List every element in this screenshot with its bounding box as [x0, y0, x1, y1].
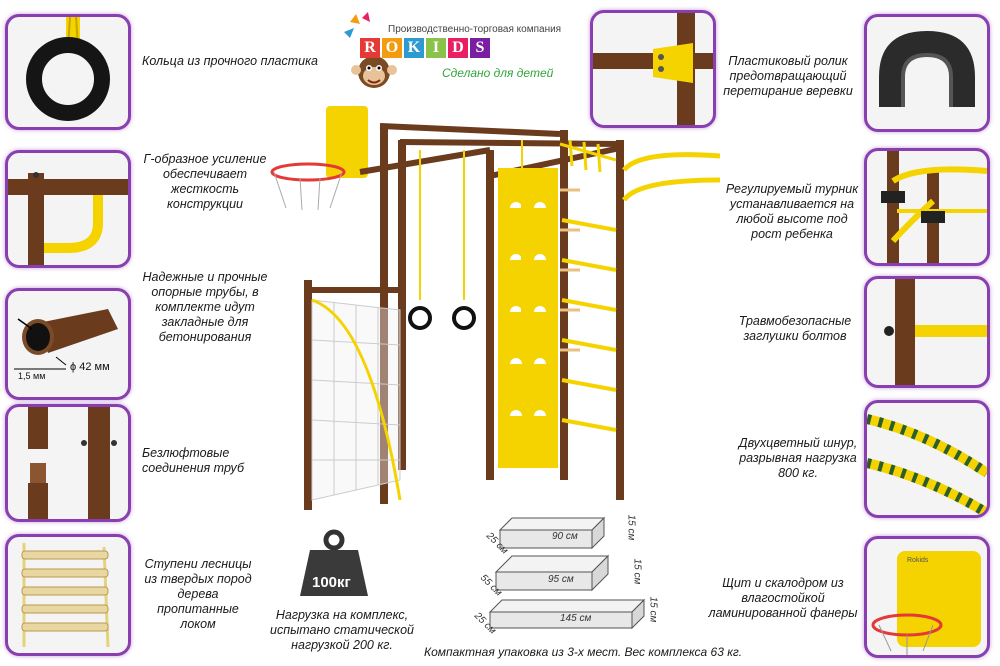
- pipe-diameter-label: ϕ 42 мм: [70, 361, 110, 373]
- caption-rings: Кольца из прочного пластика: [142, 54, 318, 68]
- playground-illustration: [270, 106, 720, 510]
- caption-packaging: Компактная упаковка из 3-х мест. Вес ком…: [424, 645, 743, 659]
- rope-ladder-icon: [21, 543, 110, 648]
- card-caps: [864, 276, 990, 388]
- card-pullup: [864, 148, 990, 266]
- caption-joints: Безлюфтовые соединения труб: [142, 446, 245, 475]
- card-board: Rokids: [864, 536, 990, 658]
- board-brand-text: Rokids: [907, 557, 929, 564]
- card-roller-part: [864, 14, 990, 132]
- logo-tagline: Производственно-торговая компания: [388, 24, 562, 35]
- hoop: [270, 162, 346, 182]
- card-joints: [5, 404, 131, 522]
- backboard: [326, 106, 368, 178]
- card-pipe: 1,5 мм ϕ 42 мм: [5, 288, 131, 400]
- logo-letter: R: [360, 38, 380, 58]
- box3-length: 145 см: [560, 613, 592, 624]
- brand-logo: Производственно-торговая компания R O K …: [342, 10, 562, 100]
- box2-length: 95 см: [548, 574, 574, 585]
- pullup-bar-icon: [881, 151, 987, 263]
- card-l-support: [5, 150, 131, 268]
- pipe-icon: [14, 309, 118, 370]
- caption-roller: Пластиковый ролик предотвращающий перети…: [723, 54, 853, 98]
- gym-ring: [408, 306, 432, 330]
- rope-icon: [867, 414, 987, 515]
- caption-load: Нагрузка на комплекс, испытано статическ…: [270, 608, 414, 652]
- climbing-wall: [498, 168, 558, 468]
- box3-height: 15 см: [647, 596, 659, 623]
- logo-letter: K: [404, 38, 424, 58]
- logo-letter: D: [448, 38, 468, 58]
- caption-cord: Двухцветный шнур, разрывная нагрузка 800…: [738, 436, 858, 480]
- bolt-cap-icon: [884, 279, 987, 385]
- l-support-icon: [8, 172, 128, 265]
- caption-board: Щит и скалодром из влагостойкой ламиниро…: [708, 576, 858, 620]
- caption-pipes: Надежные и прочные опорные трубы, в комп…: [142, 270, 268, 344]
- pipe-thickness-label: 1,5 мм: [18, 371, 46, 381]
- caption-caps: Травмобезопасные заглушки болтов: [738, 314, 852, 343]
- card-cord: [864, 400, 990, 518]
- monkey-mascot-icon: [344, 12, 397, 88]
- packaging-boxes: [488, 516, 646, 630]
- weight-label: 100кг: [312, 574, 351, 591]
- roller-bracket-icon: [593, 13, 713, 125]
- box1-length: 90 см: [552, 531, 578, 542]
- gym-ring: [452, 306, 476, 330]
- caption-pullup: Регулируемый турник устанавливается на л…: [725, 182, 859, 241]
- box2-height: 15 см: [631, 558, 643, 585]
- card-roller: [590, 10, 716, 128]
- card-rings: [5, 14, 131, 130]
- ring-icon: [26, 17, 110, 121]
- logo-letter: I: [426, 38, 446, 58]
- plastic-roller-icon: [879, 31, 975, 107]
- logo-slogan: Сделано для детей: [442, 66, 554, 80]
- logo-letter: S: [470, 38, 490, 58]
- pipe-joint-icon: [28, 407, 117, 519]
- card-ladder: [5, 534, 131, 656]
- weight-icon: [300, 529, 368, 596]
- box1-height: 15 см: [625, 514, 637, 541]
- caption-ladder: Ступени лесницы из твердых пород дерева …: [144, 557, 252, 631]
- logo-letter: O: [382, 38, 402, 58]
- caption-l-support: Г-образное усиление обеспечивает жесткос…: [143, 152, 267, 211]
- basketball-board-icon: [871, 551, 981, 655]
